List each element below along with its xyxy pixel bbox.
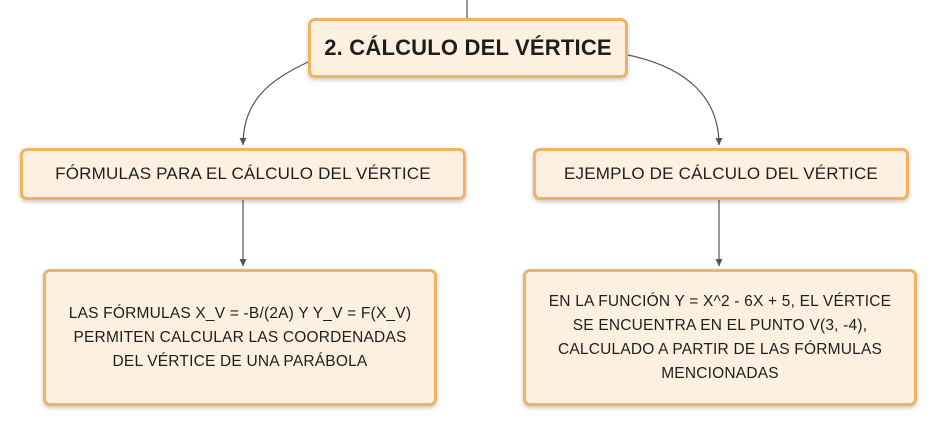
example-topic-node[interactable]: EJEMPLO DE CÁLCULO DEL VÉRTICE <box>533 148 909 200</box>
root-topic-node[interactable]: 2. CÁLCULO DEL VÉRTICE <box>308 18 628 78</box>
formulas-detail-node[interactable]: LAS FÓRMULAS X_V = -B/(2A) Y Y_V = F(X_V… <box>43 269 437 406</box>
example-topic-label: EJEMPLO DE CÁLCULO DEL VÉRTICE <box>564 164 878 183</box>
formulas-detail-text: LAS FÓRMULAS X_V = -B/(2A) Y Y_V = F(X_V… <box>68 304 412 370</box>
example-detail-node[interactable]: EN LA FUNCIÓN Y = X^2 - 6X + 5, EL VÉRTI… <box>523 269 917 406</box>
formulas-topic-node[interactable]: FÓRMULAS PARA EL CÁLCULO DEL VÉRTICE <box>20 148 466 200</box>
example-detail-text: EN LA FUNCIÓN Y = X^2 - 6X + 5, EL VÉRTI… <box>548 292 892 382</box>
formulas-topic-label: FÓRMULAS PARA EL CÁLCULO DEL VÉRTICE <box>55 164 431 183</box>
connector-root-to-example <box>627 54 723 146</box>
root-topic-label: 2. CÁLCULO DEL VÉRTICE <box>324 35 612 60</box>
connector-root-to-formulas <box>239 61 309 146</box>
